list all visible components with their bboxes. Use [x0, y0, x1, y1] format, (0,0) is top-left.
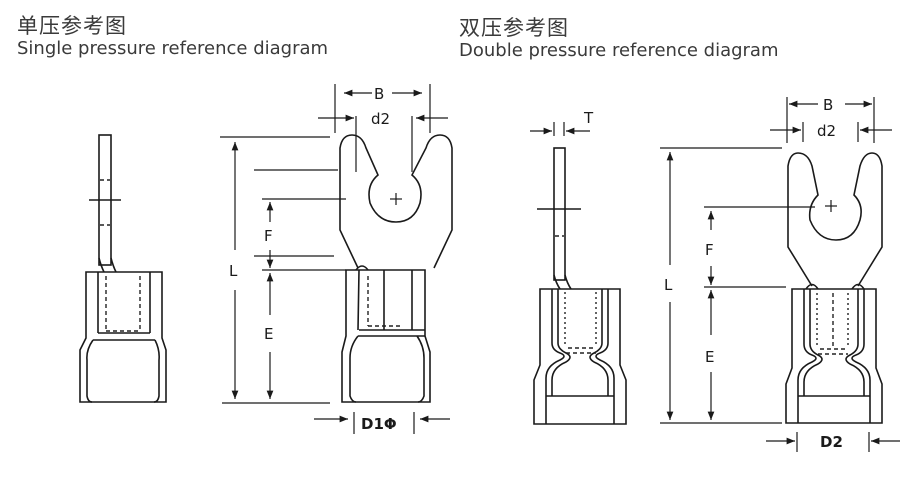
double-front-view: B d2 L F E D2 [660, 96, 900, 452]
single-front-view: B d2 L F E D1Φ [220, 84, 453, 434]
double-dim-d2-width-label: D2 [820, 433, 843, 451]
double-dim-e-label: E [705, 348, 714, 366]
single-dim-f-label: F [264, 227, 273, 245]
single-fork-outline [339, 134, 453, 269]
single-side-view [79, 134, 167, 403]
double-pressure-title: 双压参考图 Double pressure reference diagram [459, 16, 779, 62]
single-dim-b-label: B [374, 85, 384, 103]
double-fork-outline [787, 152, 883, 287]
double-dim-b-label: B [823, 96, 833, 114]
single-title-english: Single pressure reference diagram [17, 38, 329, 59]
double-dim-l-label: L [664, 276, 673, 294]
single-dim-l-label: L [229, 262, 238, 280]
double-dim-t-label: T [583, 109, 594, 127]
double-title-english: Double pressure reference diagram [459, 40, 779, 61]
single-dim-d1-label: D1Φ [361, 415, 397, 433]
single-side-barrel [79, 271, 167, 403]
double-dim-d2-label: d2 [817, 122, 836, 140]
single-front-barrel [341, 269, 431, 403]
single-pressure-title: 单压参考图 Single pressure reference diagram [17, 14, 328, 60]
double-dim-f-label: F [705, 241, 714, 259]
double-title-chinese: 双压参考图 [459, 16, 569, 40]
single-dim-e-label: E [264, 325, 273, 343]
double-side-view: T [530, 109, 627, 425]
double-side-barrel [533, 288, 627, 425]
single-title-chinese: 单压参考图 [17, 14, 127, 38]
double-front-barrel [785, 288, 883, 424]
single-dim-d2-label: d2 [371, 110, 390, 128]
double-side-tongue [553, 147, 566, 281]
